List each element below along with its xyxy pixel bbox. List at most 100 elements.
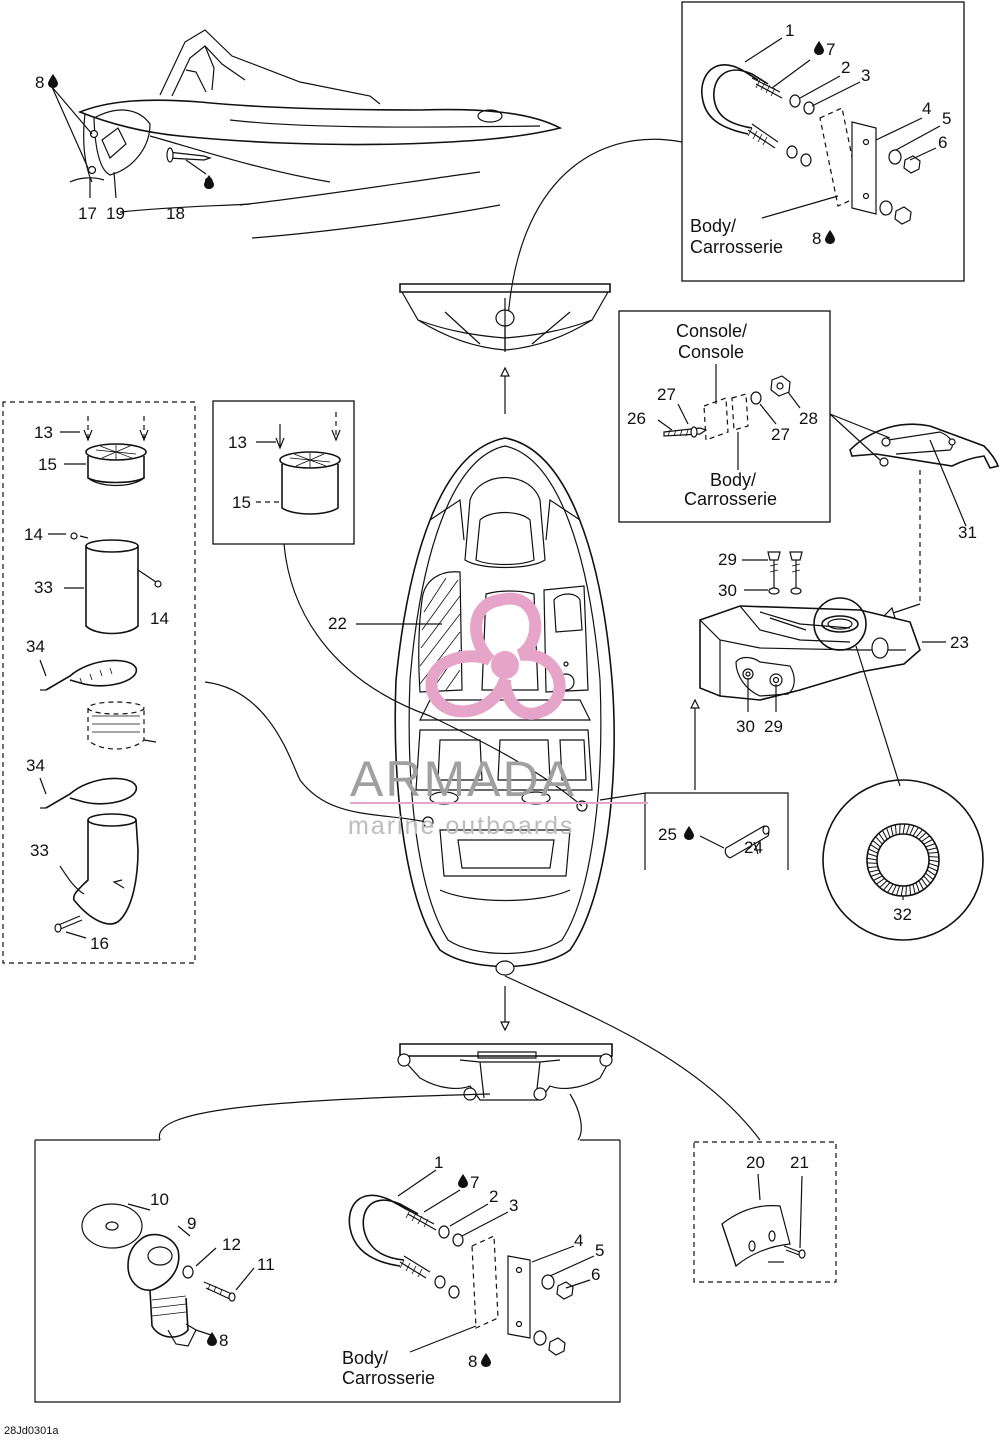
ring-tooth: [876, 877, 885, 885]
ring-tooth: [923, 839, 933, 845]
callout-8: 8: [35, 73, 44, 92]
ring-tooth: [878, 833, 886, 842]
callout-18: 18: [166, 204, 185, 223]
ring-tooth: [879, 880, 888, 888]
callout-25: 25: [658, 825, 677, 844]
console-part-23: 29 30 23 30 29: [699, 550, 969, 787]
callout-23: 23: [950, 633, 969, 652]
ring-tooth: [896, 885, 901, 896]
callout-11: 11: [257, 1255, 275, 1274]
ring-tooth: [928, 851, 939, 854]
callout-34: 34: [26, 756, 45, 775]
callout-1: 1: [434, 1153, 443, 1172]
ring-tooth: [867, 853, 878, 858]
callout-30: 30: [718, 581, 737, 600]
ring-tooth: [900, 885, 904, 897]
ring-tooth: [920, 878, 928, 887]
ring-tooth: [887, 883, 894, 893]
callout-17: 17: [78, 204, 97, 223]
callout-9: 9: [187, 1214, 196, 1233]
watermark-brand: ARMADA: [350, 751, 576, 807]
ring-tooth: [915, 882, 920, 893]
callout-31: 31: [958, 523, 977, 542]
callout-15: 15: [38, 455, 57, 474]
watermark-tagline: marine outboards: [348, 812, 575, 840]
callout-14: 14: [150, 609, 169, 628]
ring-tooth: [928, 859, 940, 863]
callout-8: 8: [219, 1331, 228, 1350]
callout-28: 28: [799, 409, 818, 428]
callout-33: 33: [30, 841, 49, 860]
callout-13: 13: [228, 433, 247, 452]
callout-3: 3: [861, 66, 870, 85]
callout-24: 24: [744, 838, 763, 857]
ring-tooth: [868, 869, 880, 873]
callout-4: 4: [922, 99, 931, 118]
ring-tooth: [928, 862, 939, 867]
ring-tooth: [925, 872, 934, 880]
callout-20: 20: [746, 1153, 765, 1172]
ring-tooth: [926, 869, 936, 876]
ring-tooth: [927, 866, 938, 872]
callout-7: 7: [826, 40, 835, 59]
ring-tooth: [925, 843, 936, 848]
propeller-logo: [425, 592, 566, 720]
body-label: Carrosserie: [690, 237, 783, 257]
front-u-bolt-detail-box: 1 7 2 3 4 5 6 Body/ Carrosserie 8: [681, 1, 965, 282]
callout-2: 2: [841, 58, 850, 77]
ring-tooth: [902, 823, 906, 835]
callout-7: 7: [470, 1173, 479, 1192]
console-label: Console/: [676, 321, 747, 341]
bow-front-view: [399, 283, 611, 414]
ring-tooth: [867, 862, 878, 864]
body-label: Carrosserie: [342, 1368, 435, 1388]
body-label: Body/: [690, 216, 736, 236]
callout-8: 8: [468, 1352, 477, 1371]
ring-tooth: [921, 835, 930, 843]
callout-14: 14: [24, 525, 43, 544]
handle-bracket-31: 31: [829, 413, 1000, 619]
ring-tooth: [890, 825, 894, 837]
hull-top-view: 22: [204, 437, 761, 1141]
ring-tooth: [899, 824, 901, 835]
callout-15: 15: [232, 493, 251, 512]
callout-1: 1: [785, 21, 794, 40]
callout-5: 5: [942, 109, 951, 128]
ring-tooth: [873, 875, 883, 881]
ring-tooth: [928, 856, 939, 858]
callout-13: 13: [34, 423, 53, 442]
ring-tooth: [905, 824, 910, 835]
callout-27: 27: [657, 385, 676, 404]
callout-21: 21: [790, 1153, 809, 1172]
callout-29: 29: [764, 717, 783, 736]
ring-tooth: [918, 880, 924, 890]
stern-side-view: 8 8 17 19 18: [35, 29, 563, 239]
vent-assembly-dashed-box: 13 15 14 33 14 34 34 33 16: [2, 401, 196, 964]
callout-5: 5: [595, 1241, 604, 1260]
stern-hardware-detail-box: 10 9 12 11 8 1 7 2 3 4: [34, 1093, 621, 1403]
ring-tooth: [875, 836, 883, 845]
vent-cap-detail-box: 13 15: [212, 400, 355, 545]
callout-12: 12: [222, 1235, 241, 1254]
drawing-code: 28Jd0301a: [4, 1425, 59, 1437]
ring-tooth: [915, 829, 923, 838]
callout-2: 2: [489, 1187, 498, 1206]
stern-bracket-view: [397, 1043, 613, 1101]
callout-30: 30: [736, 717, 755, 736]
vent-tube-24: 25 24: [644, 698, 789, 870]
ring-tooth: [918, 832, 927, 840]
ring-tooth: [870, 844, 880, 851]
body-label: Body/: [342, 1348, 388, 1368]
ring-tooth: [909, 825, 915, 836]
ring-tooth: [882, 830, 888, 840]
ring-tooth: [872, 840, 881, 848]
callout-19: 19: [106, 204, 125, 223]
ring-tooth: [868, 848, 879, 854]
callout-4: 4: [574, 1231, 583, 1250]
callout-8: 8: [812, 229, 821, 248]
armada-watermark: ARMADA marine outboards: [348, 592, 648, 840]
skid-plate-dashed-box: 20 21: [693, 1141, 837, 1283]
ring-tooth: [912, 827, 919, 837]
callout-29: 29: [718, 550, 737, 569]
ring-tooth: [886, 827, 891, 838]
